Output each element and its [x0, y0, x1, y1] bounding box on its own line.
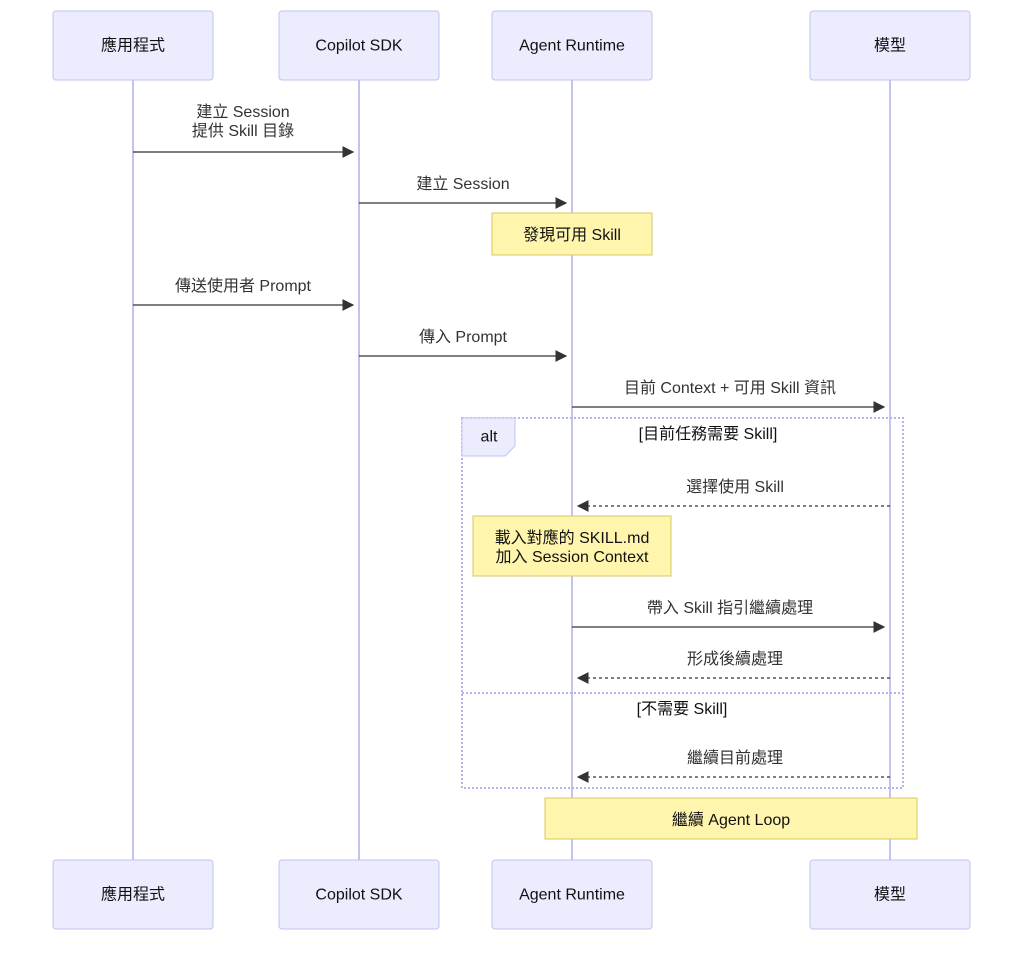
message-form-followup: 形成後續處理: [576, 650, 890, 684]
note-continue-agent-loop: 繼續 Agent Loop: [544, 797, 918, 840]
participant-label: 模型: [874, 886, 906, 904]
note-label: 發現可用 Skill: [523, 226, 621, 244]
message-label: 傳送使用者 Prompt: [175, 277, 312, 295]
alt-frame-label-box: [461, 417, 516, 457]
message-choose-skill: 選擇使用 Skill: [576, 478, 890, 512]
message-send-user-prompt: 傳送使用者 Prompt: [133, 277, 355, 311]
message-label: 目前 Context + 可用 Skill 資訊: [624, 379, 836, 397]
alt-keyword: alt: [481, 429, 498, 446]
note-load-skill-md: 載入對應的 SKILL.md 加入 Session Context: [472, 515, 672, 577]
note-label: 加入 Session Context: [496, 548, 650, 566]
participant-sdk-top: Copilot SDK: [278, 10, 440, 81]
message-label: 帶入 Skill 指引繼續處理: [647, 599, 813, 617]
participant-label: Copilot SDK: [315, 38, 402, 55]
participant-model-bottom: 模型: [809, 859, 971, 930]
participant-label: Copilot SDK: [315, 887, 402, 904]
message-context-and-skills-info: 目前 Context + 可用 Skill 資訊: [572, 379, 886, 413]
participant-sdk-bottom: Copilot SDK: [278, 859, 440, 930]
participant-app-bottom: 應用程式: [52, 859, 214, 930]
message-label: 傳入 Prompt: [419, 328, 508, 346]
message-bring-skill-guidance: 帶入 Skill 指引繼續處理: [572, 599, 886, 633]
message-label: 建立 Session: [196, 103, 289, 121]
message-label: 選擇使用 Skill: [686, 478, 784, 496]
message-pass-prompt: 傳入 Prompt: [359, 328, 568, 362]
message-label: 繼續目前處理: [687, 749, 783, 767]
message-label: 形成後續處理: [687, 650, 783, 668]
participant-label: Agent Runtime: [519, 887, 625, 904]
participant-runtime-top: Agent Runtime: [491, 10, 653, 81]
note-label: 載入對應的 SKILL.md: [495, 528, 650, 547]
message-continue-current: 繼續目前處理: [576, 749, 890, 783]
note-label: 繼續 Agent Loop: [672, 811, 790, 829]
participant-label: 應用程式: [101, 36, 165, 55]
message-label: 提供 Skill 目錄: [192, 121, 294, 140]
alt-else-condition: [不需要 Skill]: [637, 700, 728, 718]
participant-label: 應用程式: [101, 885, 165, 904]
participant-app-top: 應用程式: [52, 10, 214, 81]
message-create-session-provide-skills: 建立 Session 提供 Skill 目錄: [133, 103, 355, 158]
message-create-session: 建立 Session: [359, 175, 568, 209]
participant-runtime-bottom: Agent Runtime: [491, 859, 653, 930]
participant-model-top: 模型: [809, 10, 971, 81]
participant-label: 模型: [874, 37, 906, 55]
alt-frame: alt [目前任務需要 Skill] [不需要 Skill]: [461, 417, 904, 789]
participant-label: Agent Runtime: [519, 38, 625, 55]
message-label: 建立 Session: [416, 175, 509, 193]
alt-condition: [目前任務需要 Skill]: [639, 425, 778, 443]
note-discover-skills: 發現可用 Skill: [491, 212, 653, 256]
